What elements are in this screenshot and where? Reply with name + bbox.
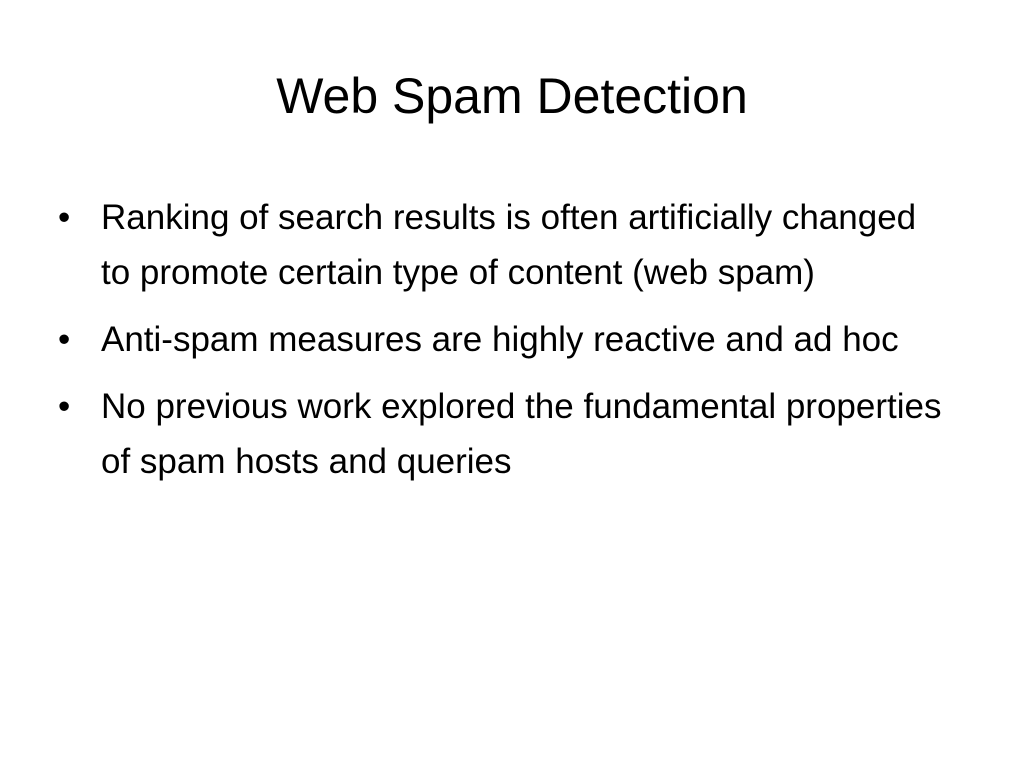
slide-title: Web Spam Detection xyxy=(276,68,748,124)
bullet-text: Ranking of search results is often artif… xyxy=(101,198,917,292)
bullet-item-ranking: • Ranking of search results is often art… xyxy=(58,190,948,300)
bullet-item-previous-work: • No previous work explored the fundamen… xyxy=(58,379,948,489)
bullet-text: Anti-spam measures are highly reactive a… xyxy=(101,320,899,359)
bullet-icon: • xyxy=(58,320,71,359)
bullet-icon: • xyxy=(58,387,71,426)
bullet-icon: • xyxy=(58,198,71,237)
bullet-list: • Ranking of search results is often art… xyxy=(58,190,948,501)
bullet-item-anti-spam: • Anti-spam measures are highly reactive… xyxy=(58,312,948,367)
bullet-text: No previous work explored the fundamenta… xyxy=(101,387,942,481)
